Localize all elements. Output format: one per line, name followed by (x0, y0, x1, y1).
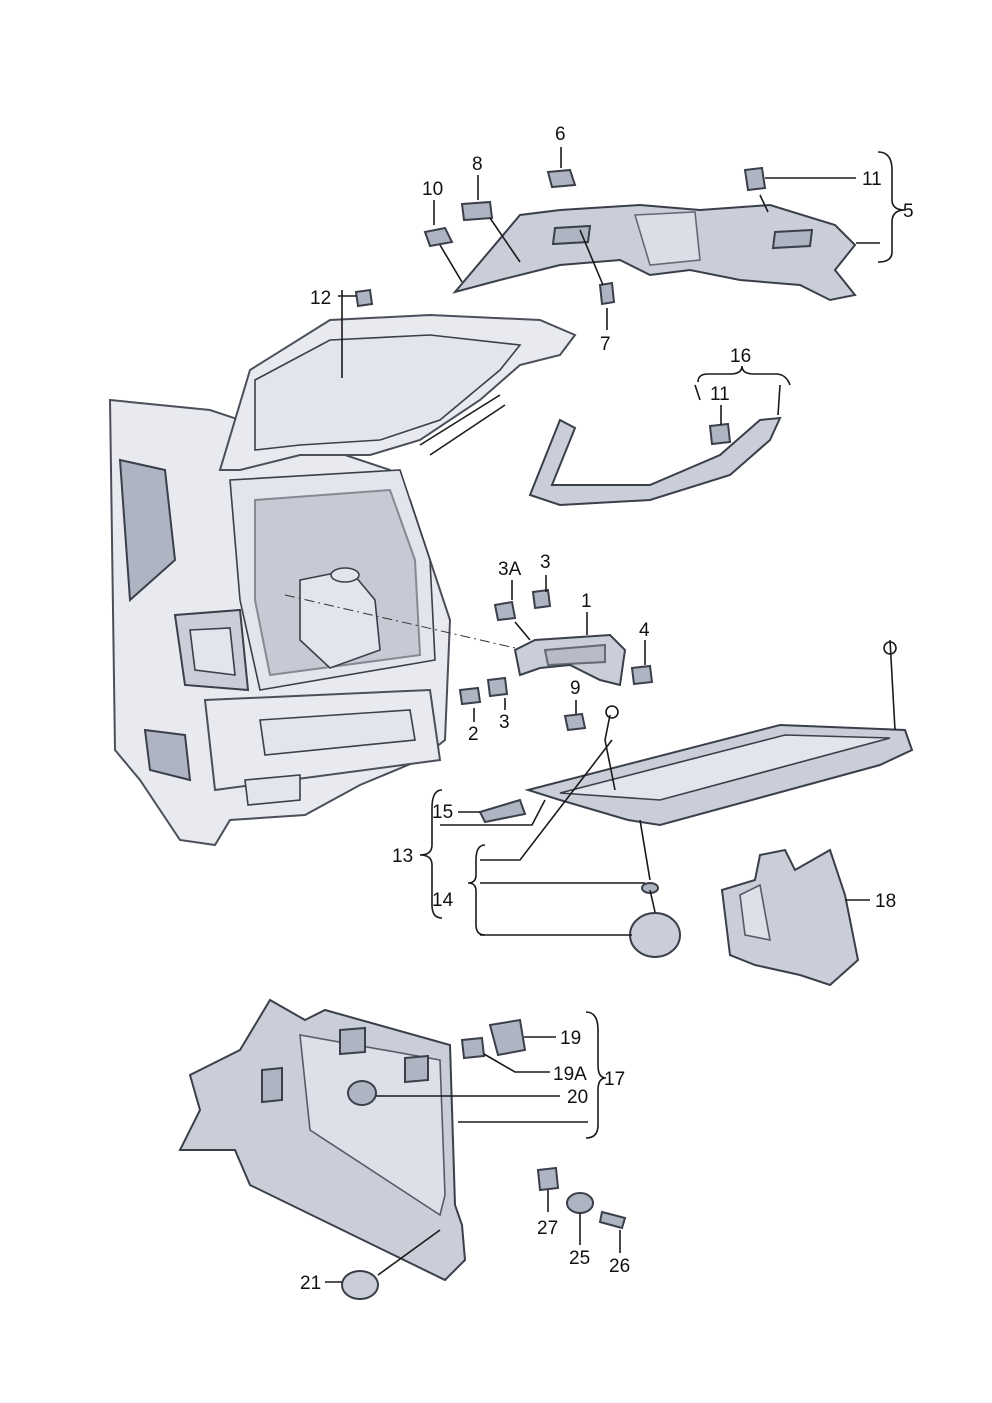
leader-lines (325, 147, 906, 1283)
clip-10-icon (423, 226, 454, 248)
screw-3-bottom-icon (486, 676, 509, 698)
screw-3-top-icon (531, 588, 552, 610)
callout-3A: 3A (498, 559, 522, 580)
callout-5: 5 (903, 201, 914, 222)
callout-12: 12 (310, 288, 331, 309)
callout-8: 8 (472, 154, 483, 175)
callout-11-strip: 11 (710, 384, 730, 405)
callout-10: 10 (422, 179, 443, 200)
clip-27-icon (536, 1166, 560, 1192)
storage-box (720, 848, 860, 987)
screw-3A-icon (493, 600, 517, 622)
screw-2-icon (458, 686, 482, 706)
callout-19A: 19A (553, 1064, 587, 1085)
clip-11-top-icon (743, 166, 767, 192)
callout-27: 27 (537, 1218, 558, 1239)
clip-11-strip-icon (708, 422, 732, 446)
callout-6: 6 (555, 124, 566, 145)
luggage-cover (524, 639, 914, 958)
car-rear-body (108, 313, 577, 847)
cap-20-icon (347, 1080, 377, 1106)
callout-13: 13 (392, 846, 413, 867)
callout-20: 20 (567, 1087, 588, 1108)
washer-25-icon (566, 1192, 594, 1214)
clip-12-icon (354, 288, 374, 308)
callout-7: 7 (600, 334, 611, 355)
callout-19: 19 (560, 1028, 581, 1049)
callout-16: 16 (730, 346, 751, 367)
clip-19-icon (488, 1018, 527, 1057)
callout-18: 18 (875, 891, 896, 912)
cap-21-icon (341, 1270, 379, 1300)
tailgate-trim-panel (452, 203, 857, 302)
clip-8-icon (460, 200, 494, 222)
callout-26: 26 (609, 1256, 630, 1277)
callout-17: 17 (604, 1069, 625, 1090)
callout-4: 4 (639, 620, 650, 641)
callout-15: 15 (432, 802, 453, 823)
callout-21: 21 (300, 1273, 321, 1294)
screw-4-icon (630, 664, 654, 686)
clip-19A-icon (460, 1036, 486, 1060)
callout-11-top: 11 (862, 169, 882, 190)
callout-25: 25 (569, 1248, 590, 1269)
clip-6-icon (546, 168, 577, 189)
callout-1: 1 (581, 591, 592, 612)
callout-3-bottom: 3 (499, 712, 510, 733)
screw-7-icon (598, 281, 616, 306)
pin-15-icon (478, 798, 527, 824)
callout-2: 2 (468, 724, 479, 745)
screw-26-icon (598, 1210, 627, 1230)
side-trim-panel (178, 998, 467, 1282)
callout-3-top: 3 (540, 552, 551, 573)
clip-9-icon (563, 712, 587, 732)
side-trim-strip (528, 416, 782, 507)
callout-labels: 6 8 10 11 5 7 12 16 11 3A 3 1 4 9 2 3 15… (300, 124, 914, 1294)
callout-14: 14 (432, 890, 454, 911)
callout-9: 9 (570, 678, 581, 699)
